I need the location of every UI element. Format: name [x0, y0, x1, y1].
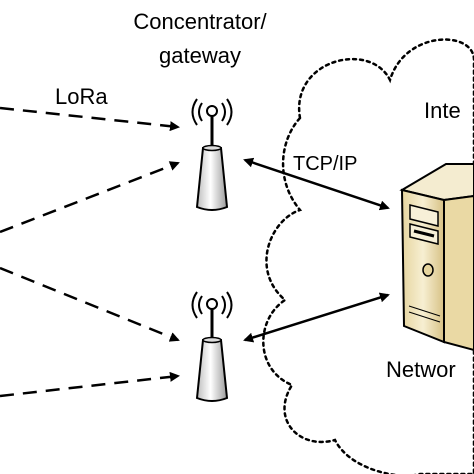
tcpip-link-top	[243, 157, 390, 211]
concentrator-label-line1: Concentrator/	[133, 9, 267, 34]
lora-link-4	[0, 371, 180, 398]
network-server-icon	[399, 163, 474, 352]
tcpip-label: TCP/IP	[293, 153, 357, 175]
network-server-label: Networ	[386, 357, 456, 382]
lora-link-3	[0, 266, 180, 342]
tcpip-link-bottom	[243, 292, 390, 343]
internet-label: Inte	[424, 98, 461, 123]
lora-label: LoRa	[55, 84, 108, 109]
gateway-bottom-antenna-tower-icon	[191, 291, 233, 402]
gateway-top-antenna-tower-icon	[191, 98, 233, 211]
internet-cloud	[262, 38, 474, 474]
lora-link-2	[0, 161, 180, 234]
lora-link-1	[0, 106, 180, 132]
concentrator-label-line2: gateway	[159, 43, 241, 68]
